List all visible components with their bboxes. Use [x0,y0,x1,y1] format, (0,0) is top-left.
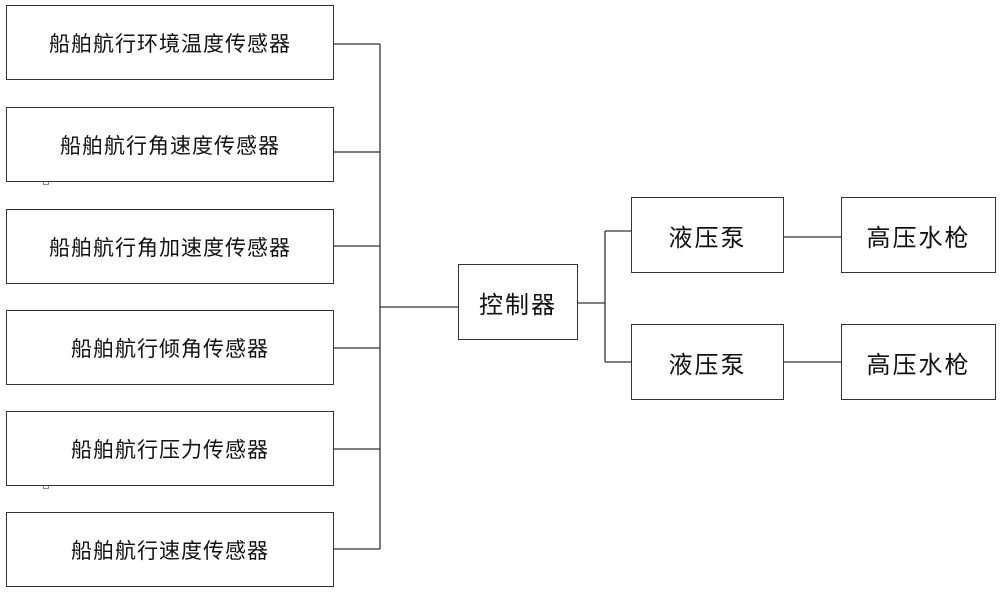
box-corner-mark [43,182,49,185]
sensor-box-angular-velocity: 船舶航行角速度传感器 [6,107,334,182]
sensor-box-speed: 船舶航行速度传感器 [6,512,334,587]
pump-label: 液压泵 [669,345,747,380]
sensor-label: 船舶航行环境温度传感器 [49,28,291,58]
sensor-box-ambient-temperature: 船舶航行环境温度传感器 [6,5,334,80]
water-gun-box-2: 高压水枪 [841,324,996,400]
hydraulic-pump-box-2: 液压泵 [631,324,784,400]
sensor-label: 船舶航行角速度传感器 [60,130,280,160]
water-gun-label: 高压水枪 [867,218,971,253]
hydraulic-pump-box-1: 液压泵 [631,197,784,273]
sensor-label: 船舶航行角加速度传感器 [49,232,291,262]
water-gun-label: 高压水枪 [867,345,971,380]
sensor-label: 船舶航行压力传感器 [71,434,269,464]
sensor-label: 船舶航行速度传感器 [71,535,269,565]
box-corner-mark [43,486,49,489]
pump-label: 液压泵 [669,218,747,253]
water-gun-box-1: 高压水枪 [841,197,996,273]
controller-label: 控制器 [479,285,557,320]
sensor-box-tilt-angle: 船舶航行倾角传感器 [6,310,334,385]
sensor-box-angular-acceleration: 船舶航行角加速度传感器 [6,209,334,284]
controller-box: 控制器 [458,264,578,340]
sensor-label: 船舶航行倾角传感器 [71,333,269,363]
sensor-box-pressure: 船舶航行压力传感器 [6,411,334,486]
